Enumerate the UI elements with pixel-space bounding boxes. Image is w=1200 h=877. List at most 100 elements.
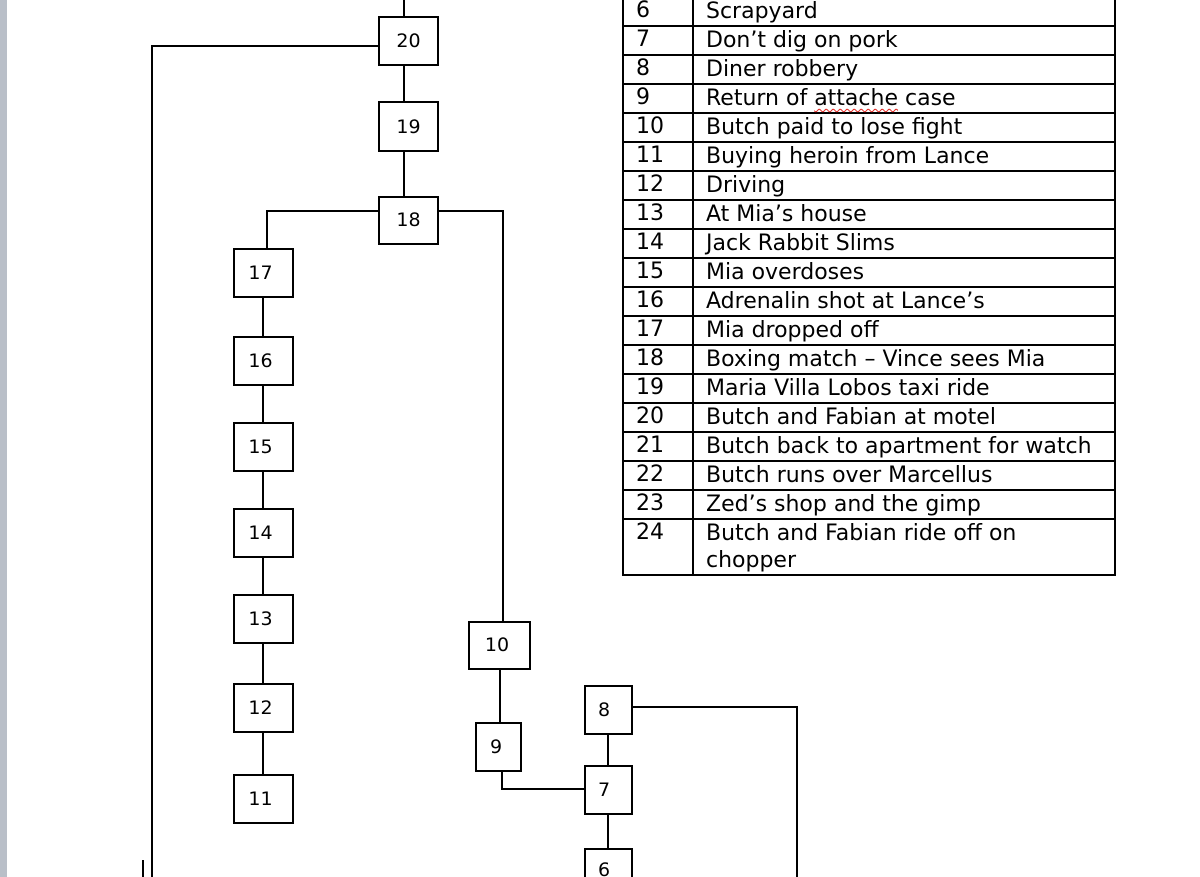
node-11: 11 xyxy=(233,774,294,824)
node-18-label: 18 xyxy=(396,209,420,231)
scene-legend-table: 6 Scrapyard 7 Don’t dig on pork 8 Diner … xyxy=(622,0,1116,576)
legend-description: Zed’s shop and the gimp xyxy=(692,489,1116,520)
connector-18-17 xyxy=(266,210,379,249)
legend-number: 23 xyxy=(622,489,694,520)
legend-row: 21 Butch back to apartment for watch xyxy=(622,431,1116,462)
node-19-label: 19 xyxy=(396,116,420,138)
legend-description: Boxing match – Vince sees Mia xyxy=(692,344,1116,375)
page-left-edge xyxy=(0,0,7,877)
node-13-label: 13 xyxy=(248,608,272,630)
node-16: 16 xyxy=(233,336,294,386)
legend-number: 10 xyxy=(622,112,694,143)
legend-row: 7 Don’t dig on pork xyxy=(622,25,1116,56)
legend-row: 20 Butch and Fabian at motel xyxy=(622,402,1116,433)
legend-number: 9 xyxy=(622,83,694,114)
legend-row: 9 Return of attache case xyxy=(622,83,1116,114)
legend-text-line: chopper xyxy=(706,548,797,573)
legend-number: 22 xyxy=(622,460,694,491)
legend-number: 16 xyxy=(622,286,694,317)
node-6-label: 6 xyxy=(598,859,610,877)
legend-text-part: Return of xyxy=(706,86,815,111)
node-6: 6 xyxy=(584,848,633,877)
node-9: 9 xyxy=(475,722,522,772)
legend-number: 24 xyxy=(622,518,694,576)
legend-number: 13 xyxy=(622,199,694,230)
legend-row: 18 Boxing match – Vince sees Mia xyxy=(622,344,1116,375)
legend-number: 18 xyxy=(622,344,694,375)
legend-number: 8 xyxy=(622,54,694,85)
connector-8-right xyxy=(632,706,798,877)
node-7: 7 xyxy=(584,765,633,815)
legend-number: 14 xyxy=(622,228,694,259)
legend-description: Maria Villa Lobos taxi ride xyxy=(692,373,1116,404)
node-19: 19 xyxy=(378,101,439,152)
node-14-label: 14 xyxy=(248,522,272,544)
legend-number: 17 xyxy=(622,315,694,346)
legend-number: 7 xyxy=(622,25,694,56)
legend-description: Adrenalin shot at Lance’s xyxy=(692,286,1116,317)
legend-number: 19 xyxy=(622,373,694,404)
legend-description: Butch back to apartment for watch xyxy=(692,431,1116,462)
legend-number: 12 xyxy=(622,170,694,201)
legend-row: 10 Butch paid to lose fight xyxy=(622,112,1116,143)
legend-description: At Mia’s house xyxy=(692,199,1116,230)
legend-description: Don’t dig on pork xyxy=(692,25,1116,56)
node-12: 12 xyxy=(233,683,294,733)
legend-description: Butch and Fabian at motel xyxy=(692,402,1116,433)
node-8-label: 8 xyxy=(598,699,610,721)
legend-number: 21 xyxy=(622,431,694,462)
legend-row: 15 Mia overdoses xyxy=(622,257,1116,288)
legend-number: 11 xyxy=(622,141,694,172)
node-15-label: 15 xyxy=(248,436,272,458)
legend-description: Butch paid to lose fight xyxy=(692,112,1116,143)
legend-description: Butch runs over Marcellus xyxy=(692,460,1116,491)
node-10-label: 10 xyxy=(485,634,509,656)
legend-row: 16 Adrenalin shot at Lance’s xyxy=(622,286,1116,317)
legend-description: Scrapyard xyxy=(692,0,1116,27)
legend-row: 12 Driving xyxy=(622,170,1116,201)
node-17: 17 xyxy=(233,248,294,298)
node-17-label: 17 xyxy=(248,262,272,284)
legend-description: Buying heroin from Lance xyxy=(692,141,1116,172)
legend-description: Jack Rabbit Slims xyxy=(692,228,1116,259)
spellcheck-flagged-word[interactable]: attache xyxy=(814,86,898,111)
legend-row: 23 Zed’s shop and the gimp xyxy=(622,489,1116,520)
legend-text-part: case xyxy=(898,86,956,111)
connector-20-left-trunk xyxy=(151,45,379,877)
legend-description: Mia dropped off xyxy=(692,315,1116,346)
legend-row: 6 Scrapyard xyxy=(622,0,1116,27)
connectors xyxy=(142,0,798,877)
node-14: 14 xyxy=(233,508,294,558)
connector-9-7 xyxy=(501,771,585,790)
legend-description: Return of attache case xyxy=(692,83,1116,114)
node-9-label: 9 xyxy=(490,736,502,758)
legend-description: Driving xyxy=(692,170,1116,201)
node-16-label: 16 xyxy=(248,350,272,372)
node-12-label: 12 xyxy=(248,697,272,719)
legend-number: 20 xyxy=(622,402,694,433)
legend-number: 6 xyxy=(622,0,694,27)
legend-row: 19 Maria Villa Lobos taxi ride xyxy=(622,373,1116,404)
node-20-label: 20 xyxy=(396,30,420,52)
node-13: 13 xyxy=(233,594,294,644)
legend-description: Mia overdoses xyxy=(692,257,1116,288)
node-20: 20 xyxy=(378,16,439,66)
node-15: 15 xyxy=(233,422,294,472)
legend-row: 11 Buying heroin from Lance xyxy=(622,141,1116,172)
legend-row: 14 Jack Rabbit Slims xyxy=(622,228,1116,259)
node-10: 10 xyxy=(468,621,531,670)
legend-row: 22 Butch runs over Marcellus xyxy=(622,460,1116,491)
node-11-label: 11 xyxy=(248,788,272,810)
legend-row: 17 Mia dropped off xyxy=(622,315,1116,346)
node-8: 8 xyxy=(584,685,633,735)
connector-18-10 xyxy=(438,210,504,622)
legend-number: 15 xyxy=(622,257,694,288)
node-7-label: 7 xyxy=(598,779,610,801)
legend-description: Diner robbery xyxy=(692,54,1116,85)
legend-row: 8 Diner robbery xyxy=(622,54,1116,85)
node-18: 18 xyxy=(378,196,439,245)
legend-text-line: Butch and Fabian ride off on xyxy=(706,521,1017,546)
